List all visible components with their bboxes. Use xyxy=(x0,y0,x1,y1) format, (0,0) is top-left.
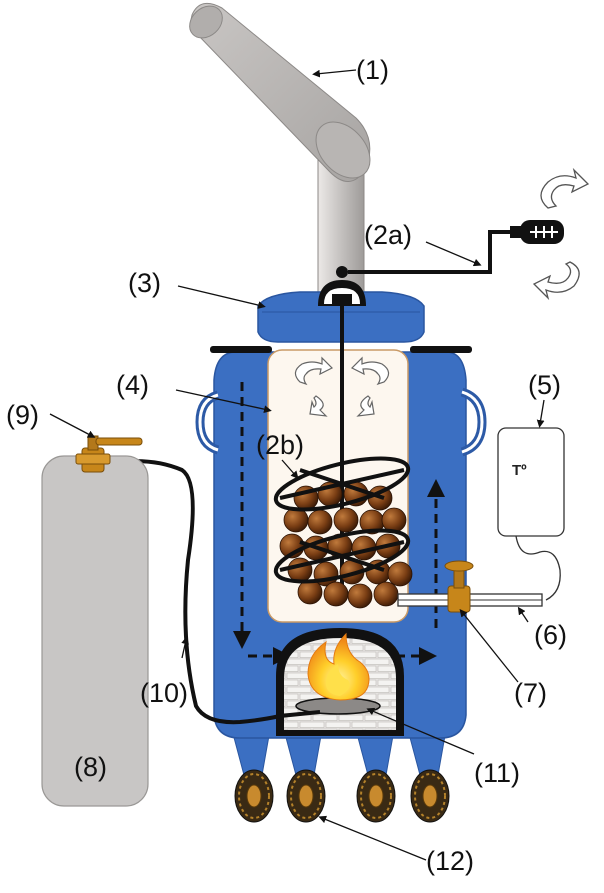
nut-icon xyxy=(297,579,323,605)
wheel-icon xyxy=(234,769,274,823)
label-cylinder-valve: (9) xyxy=(6,400,39,430)
drive-cable xyxy=(348,230,520,274)
nut-icon xyxy=(347,583,373,609)
label-burner: (11) xyxy=(474,758,521,788)
rotate-arrows-icon xyxy=(532,167,590,301)
label-stirrer: (2b) xyxy=(256,430,305,460)
rotate-arrows-icon xyxy=(294,356,390,417)
nut-icon xyxy=(333,507,359,533)
motor-mount xyxy=(318,266,366,306)
nut-icon xyxy=(307,509,333,535)
label-thermometer: (5) xyxy=(528,370,561,400)
wheel-icon xyxy=(410,769,450,823)
stirrer-paddles xyxy=(273,456,411,584)
flame-icon xyxy=(307,632,370,701)
label-wheels: (12) xyxy=(426,846,475,876)
wheels-group xyxy=(234,769,450,823)
thermometer-wire xyxy=(515,535,561,601)
label-motor-shaft: (2a) xyxy=(364,220,413,250)
wheel-icon xyxy=(356,769,396,823)
nuts-group xyxy=(279,481,413,609)
gas-hose xyxy=(103,459,321,725)
label-inner-chamber: (4) xyxy=(116,370,149,400)
nut-icon xyxy=(283,507,309,533)
thermometer xyxy=(497,427,565,537)
legs xyxy=(231,729,447,776)
label-chimney: (1) xyxy=(356,55,389,85)
nut-icon xyxy=(387,561,413,587)
cylinder-valve-icon xyxy=(75,435,143,473)
motor-icon xyxy=(510,220,564,244)
thermometer-display: Tº xyxy=(512,462,527,479)
chimney-icon xyxy=(189,2,371,301)
label-valve: (7) xyxy=(514,678,547,708)
label-gas-hose: (10) xyxy=(140,678,189,708)
valve-icon xyxy=(444,560,474,613)
leader-lines xyxy=(49,69,545,861)
wheel-icon xyxy=(286,769,326,823)
nut-icon xyxy=(381,507,407,533)
label-gas-cylinder: (8) xyxy=(74,752,107,782)
label-sensor-tube: (6) xyxy=(534,620,567,650)
nut-icon xyxy=(373,581,399,607)
nut-icon xyxy=(323,581,349,607)
label-lid: (3) xyxy=(128,268,161,298)
